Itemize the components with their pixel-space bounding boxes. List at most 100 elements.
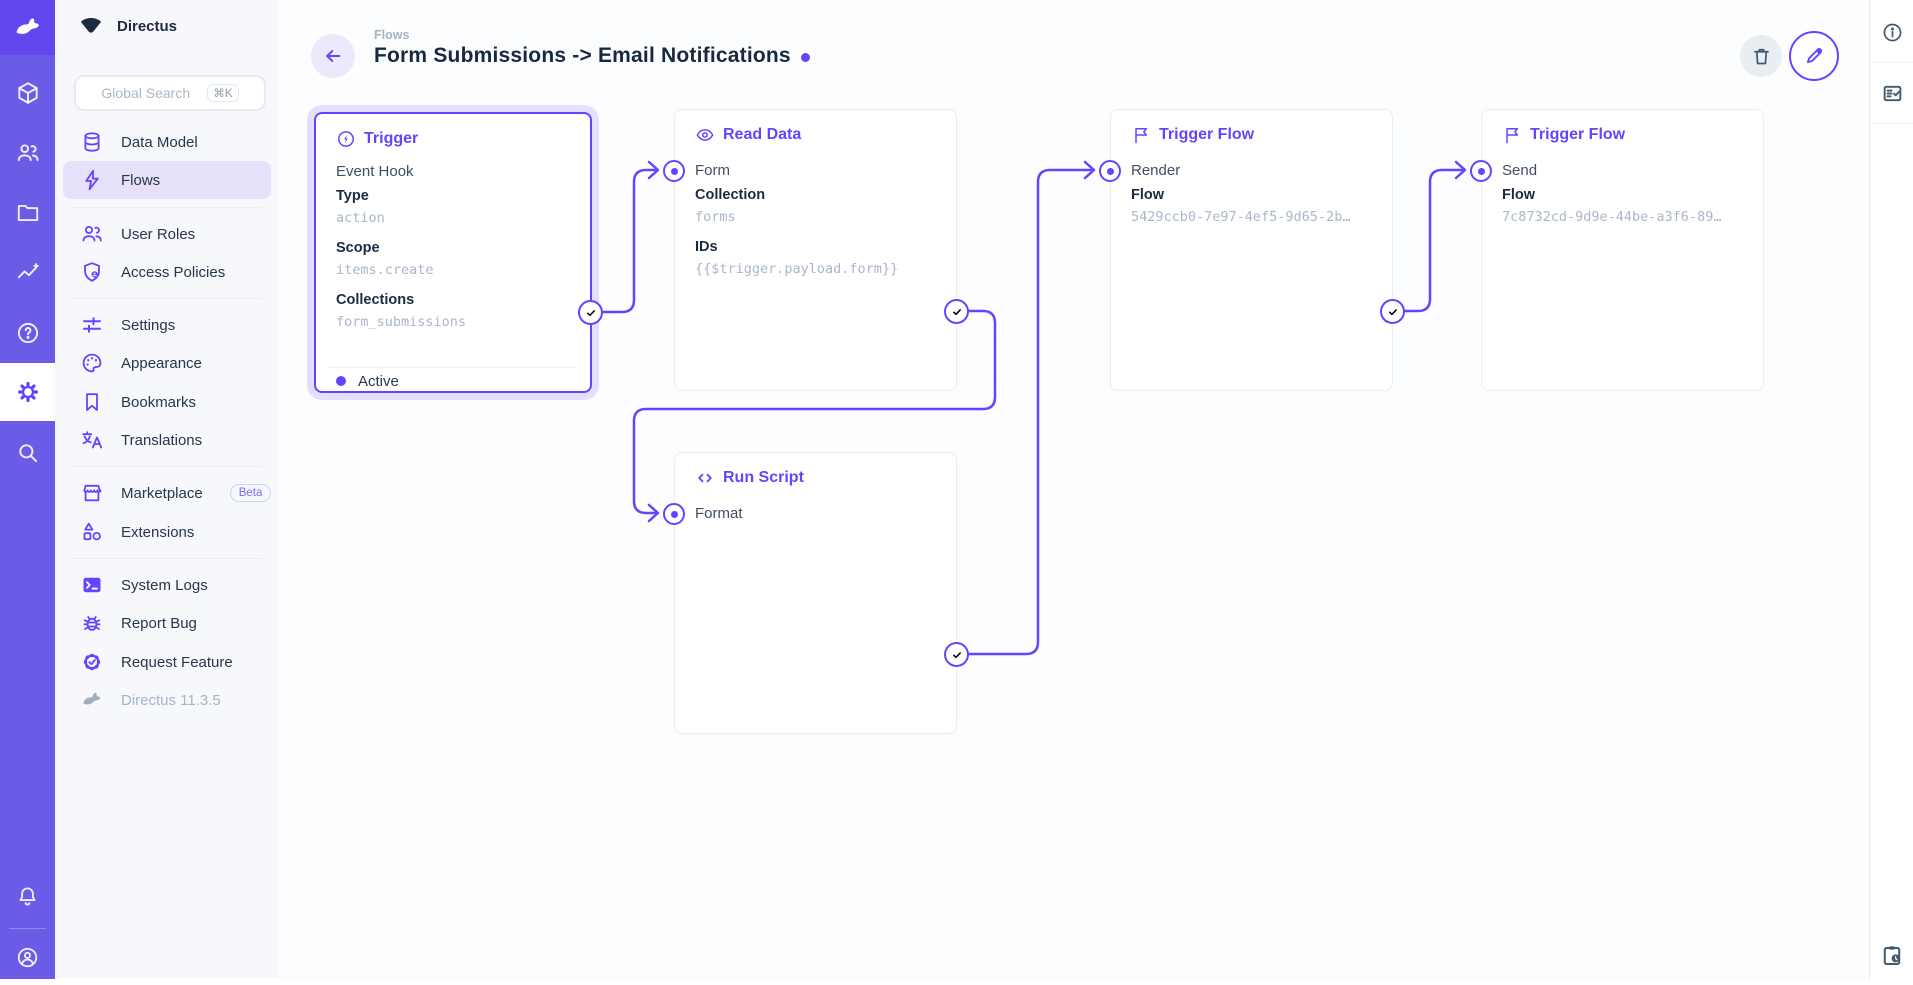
flag-icon — [1131, 125, 1151, 145]
trash-icon — [1751, 46, 1772, 67]
node-type-label: Read Data — [723, 126, 802, 143]
resolve-port[interactable] — [578, 300, 603, 325]
field-label: IDs — [695, 239, 718, 255]
sidebar-item-translations[interactable]: Translations — [63, 421, 271, 459]
notifications-button[interactable] — [0, 866, 55, 926]
account-button[interactable] — [0, 930, 55, 984]
terminal-icon — [80, 573, 104, 597]
translate-icon — [80, 428, 104, 452]
sidebar-item-marketplace[interactable]: Marketplace Beta — [63, 474, 272, 512]
flow-node-trigger-flow-render[interactable]: Trigger Flow Render Flow 5429ccb0-7e97-4… — [1099, 109, 1405, 391]
shortcut-badge: ⌘K — [207, 84, 239, 102]
flow-node-run-script[interactable]: Run Script Format — [663, 452, 969, 734]
bell-icon — [15, 884, 40, 909]
sidebar-item-flows[interactable]: Flows — [63, 161, 271, 199]
input-port[interactable] — [1099, 160, 1121, 182]
divider — [1870, 123, 1913, 124]
shapes-icon — [80, 520, 104, 544]
beta-badge: Beta — [229, 484, 272, 502]
field-label: Type — [336, 188, 369, 204]
divider — [329, 367, 577, 368]
fact-check-panel-button[interactable] — [1870, 63, 1913, 123]
field-label: Flow — [1502, 187, 1536, 203]
sidebar-item-request-feature[interactable]: Request Feature — [63, 643, 271, 681]
global-search[interactable]: ⌘K — [74, 75, 266, 111]
module-documentation[interactable] — [0, 303, 55, 363]
project-logo-icon — [77, 14, 105, 38]
sidebar-item-appearance[interactable]: Appearance — [63, 344, 271, 382]
active-status-label: Active — [358, 372, 399, 390]
sidebar-item-report-bug[interactable]: Report Bug — [63, 604, 271, 642]
account-circle-icon — [15, 945, 40, 970]
sidebar-item-label: Settings — [121, 316, 176, 334]
back-button[interactable] — [311, 34, 355, 78]
field-label: Flow — [1131, 187, 1165, 203]
rabbit-icon — [80, 688, 104, 712]
bolt-icon — [80, 168, 104, 192]
bug-icon — [80, 611, 104, 635]
input-port[interactable] — [663, 503, 685, 525]
field-label: Collections — [336, 292, 415, 308]
check-icon — [950, 305, 964, 319]
field-value: {{$trigger.payload.form}} — [695, 261, 899, 277]
sidebar-item-version[interactable]: Directus 11.3.5 — [63, 681, 271, 719]
fact-check-icon — [1881, 82, 1904, 105]
flag-icon — [1502, 125, 1522, 145]
sidebar-item-label: Marketplace — [121, 484, 203, 502]
edit-flow-button[interactable] — [1789, 31, 1839, 81]
help-icon — [15, 320, 41, 346]
flow-node-trigger-flow-send[interactable]: Trigger Flow Send Flow 7c8732cd-9d9e-44b… — [1470, 109, 1764, 391]
module-insights[interactable] — [0, 243, 55, 303]
resolve-port[interactable] — [944, 299, 969, 324]
flow-node-trigger[interactable]: Trigger Event Hook Type action Scope ite… — [314, 112, 603, 393]
delete-flow-button[interactable] — [1740, 35, 1782, 77]
module-user-directory[interactable] — [0, 123, 55, 183]
resolve-port[interactable] — [1380, 299, 1405, 324]
sidebar-item-system-logs[interactable]: System Logs — [63, 566, 271, 604]
divider — [9, 928, 46, 929]
module-search[interactable] — [0, 423, 55, 483]
module-content[interactable] — [0, 63, 55, 123]
field-label: Collection — [695, 187, 766, 203]
sidebar-item-label: Appearance — [121, 354, 202, 372]
seal-check-icon — [80, 650, 104, 674]
project-header[interactable]: Directus — [77, 12, 177, 40]
module-files[interactable] — [0, 183, 55, 243]
module-settings[interactable] — [0, 363, 55, 421]
input-port[interactable] — [1470, 160, 1492, 182]
sidebar-item-user-roles[interactable]: User Roles — [63, 215, 271, 253]
gear-icon — [15, 379, 41, 405]
directus-logo-button[interactable] — [0, 0, 55, 55]
sidebar-item-label: User Roles — [121, 225, 196, 243]
node-name: Format — [695, 505, 743, 522]
resolve-port[interactable] — [944, 642, 969, 667]
divider — [1870, 62, 1913, 63]
database-icon — [80, 130, 104, 154]
arrow-left-icon — [322, 45, 344, 67]
node-name: Event Hook — [336, 163, 414, 180]
divider — [72, 298, 262, 299]
people-icon — [15, 140, 41, 166]
sidebar-item-bookmarks[interactable]: Bookmarks — [63, 383, 271, 421]
search-input[interactable] — [101, 85, 200, 101]
sidebar-item-settings[interactable]: Settings — [63, 306, 271, 344]
input-port[interactable] — [663, 160, 685, 182]
magnifier-icon — [15, 440, 41, 466]
sidebar-item-access-policies[interactable]: Access Policies — [63, 253, 271, 291]
field-label: Scope — [336, 240, 380, 256]
nav-sidebar: Directus ⌘K Data Model Flows User Roles … — [55, 0, 279, 979]
node-name: Render — [1131, 162, 1181, 179]
sidebar-item-extensions[interactable]: Extensions — [63, 513, 271, 551]
pending-revisions-button[interactable] — [1870, 925, 1913, 985]
sidebar-item-label: Translations — [121, 431, 203, 449]
flow-node-read-data[interactable]: Read Data Form Collection forms IDs {{$t… — [663, 109, 969, 391]
info-panel-button[interactable] — [1870, 2, 1913, 62]
page-title: Form Submissions -> Email Notifications — [374, 44, 791, 67]
sidebar-item-data-model[interactable]: Data Model — [63, 123, 271, 161]
node-name: Send — [1502, 162, 1538, 179]
field-value: forms — [695, 209, 736, 225]
sidebar-item-label: System Logs — [121, 576, 208, 594]
field-value: form_submissions — [336, 314, 467, 330]
breadcrumb[interactable]: Flows — [374, 28, 410, 42]
sidebar-item-label: Request Feature — [121, 653, 233, 671]
